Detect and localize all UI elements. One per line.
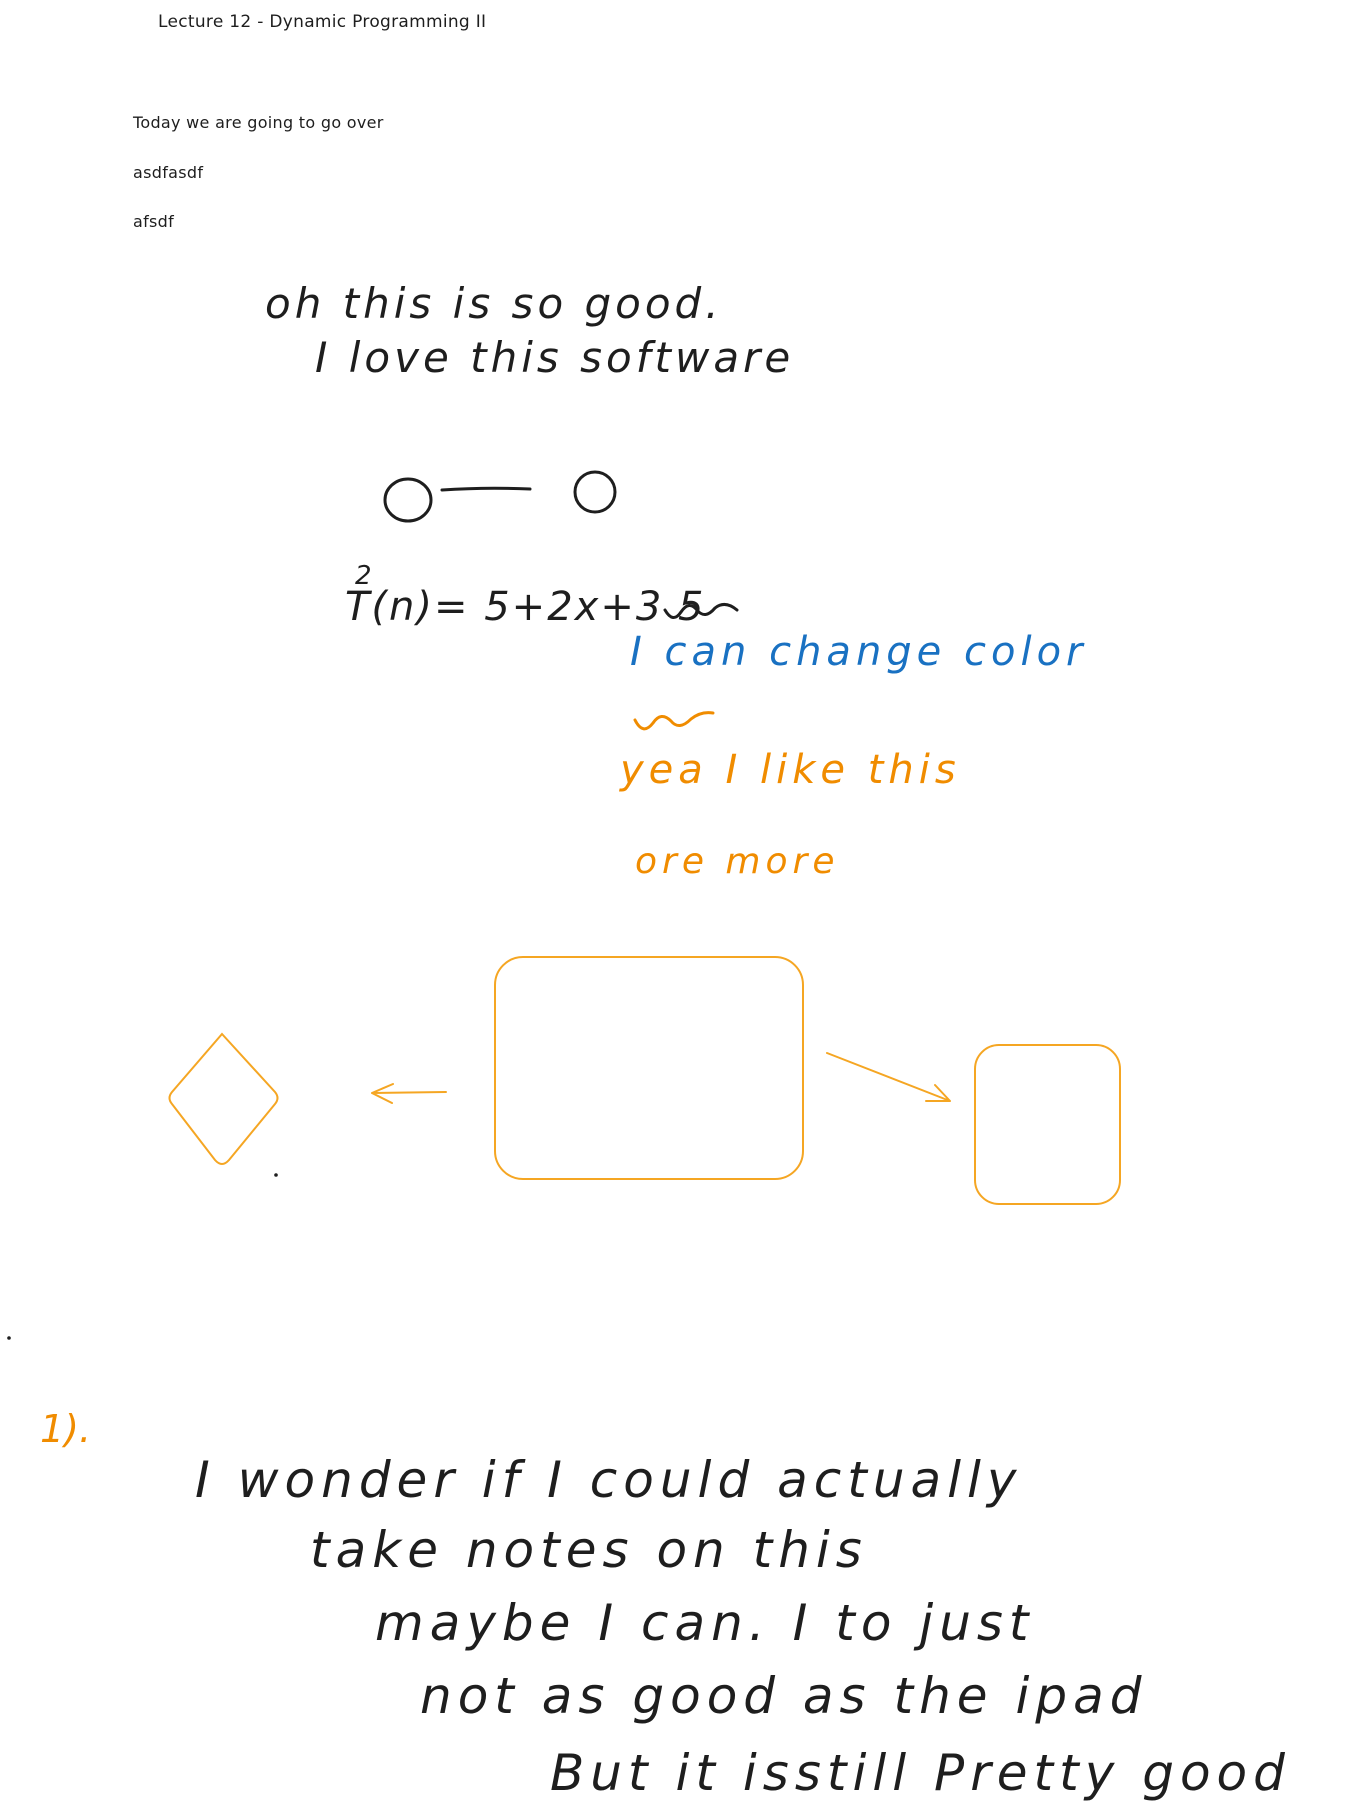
handwriting-orange-line-2: ore more bbox=[635, 841, 839, 882]
page-title: Lecture 12 - Dynamic Programming II bbox=[158, 12, 487, 32]
large-rectangle bbox=[494, 956, 804, 1180]
paragraph-line-2: take notes on this bbox=[310, 1521, 868, 1579]
stray-dot bbox=[7, 1336, 11, 1340]
handwriting-blue-line: I can change color bbox=[630, 629, 1088, 675]
diagram-shapes bbox=[168, 956, 1121, 1205]
equation-exponent: 2 bbox=[355, 561, 372, 591]
handwriting-line-2: I love this software bbox=[315, 333, 794, 382]
stray-dot bbox=[274, 1173, 278, 1177]
paragraph-line-5: But it isstill Pretty good bbox=[550, 1744, 1291, 1802]
graph-node-right bbox=[573, 470, 617, 514]
arrow-right bbox=[826, 1052, 951, 1102]
arrow-left bbox=[371, 1083, 447, 1104]
square-shape bbox=[974, 1044, 1121, 1205]
graph-sketch bbox=[383, 470, 617, 523]
intro-line-3: afsdf bbox=[133, 212, 175, 231]
orange-squiggle bbox=[633, 711, 715, 731]
intro-line-1: Today we are going to go over bbox=[133, 113, 384, 132]
handwriting-orange-line-1: yea I like this bbox=[619, 747, 961, 793]
graph-node-left bbox=[383, 477, 433, 523]
item-number: 1). bbox=[40, 1407, 91, 1451]
paragraph-line-3: maybe I can. I to just bbox=[375, 1594, 1035, 1652]
handwriting-line-1: oh this is so good. bbox=[265, 279, 723, 328]
graph-edge bbox=[440, 486, 532, 492]
intro-line-2: asdfasdf bbox=[133, 163, 204, 182]
diamond-shape bbox=[168, 1032, 279, 1165]
equation-squiggle bbox=[663, 603, 739, 619]
paragraph-line-1: I wonder if I could actually bbox=[195, 1451, 1023, 1509]
paragraph-line-4: not as good as the ipad bbox=[420, 1667, 1147, 1725]
equation: T(n)= 5+2x+3 5 bbox=[345, 584, 705, 630]
